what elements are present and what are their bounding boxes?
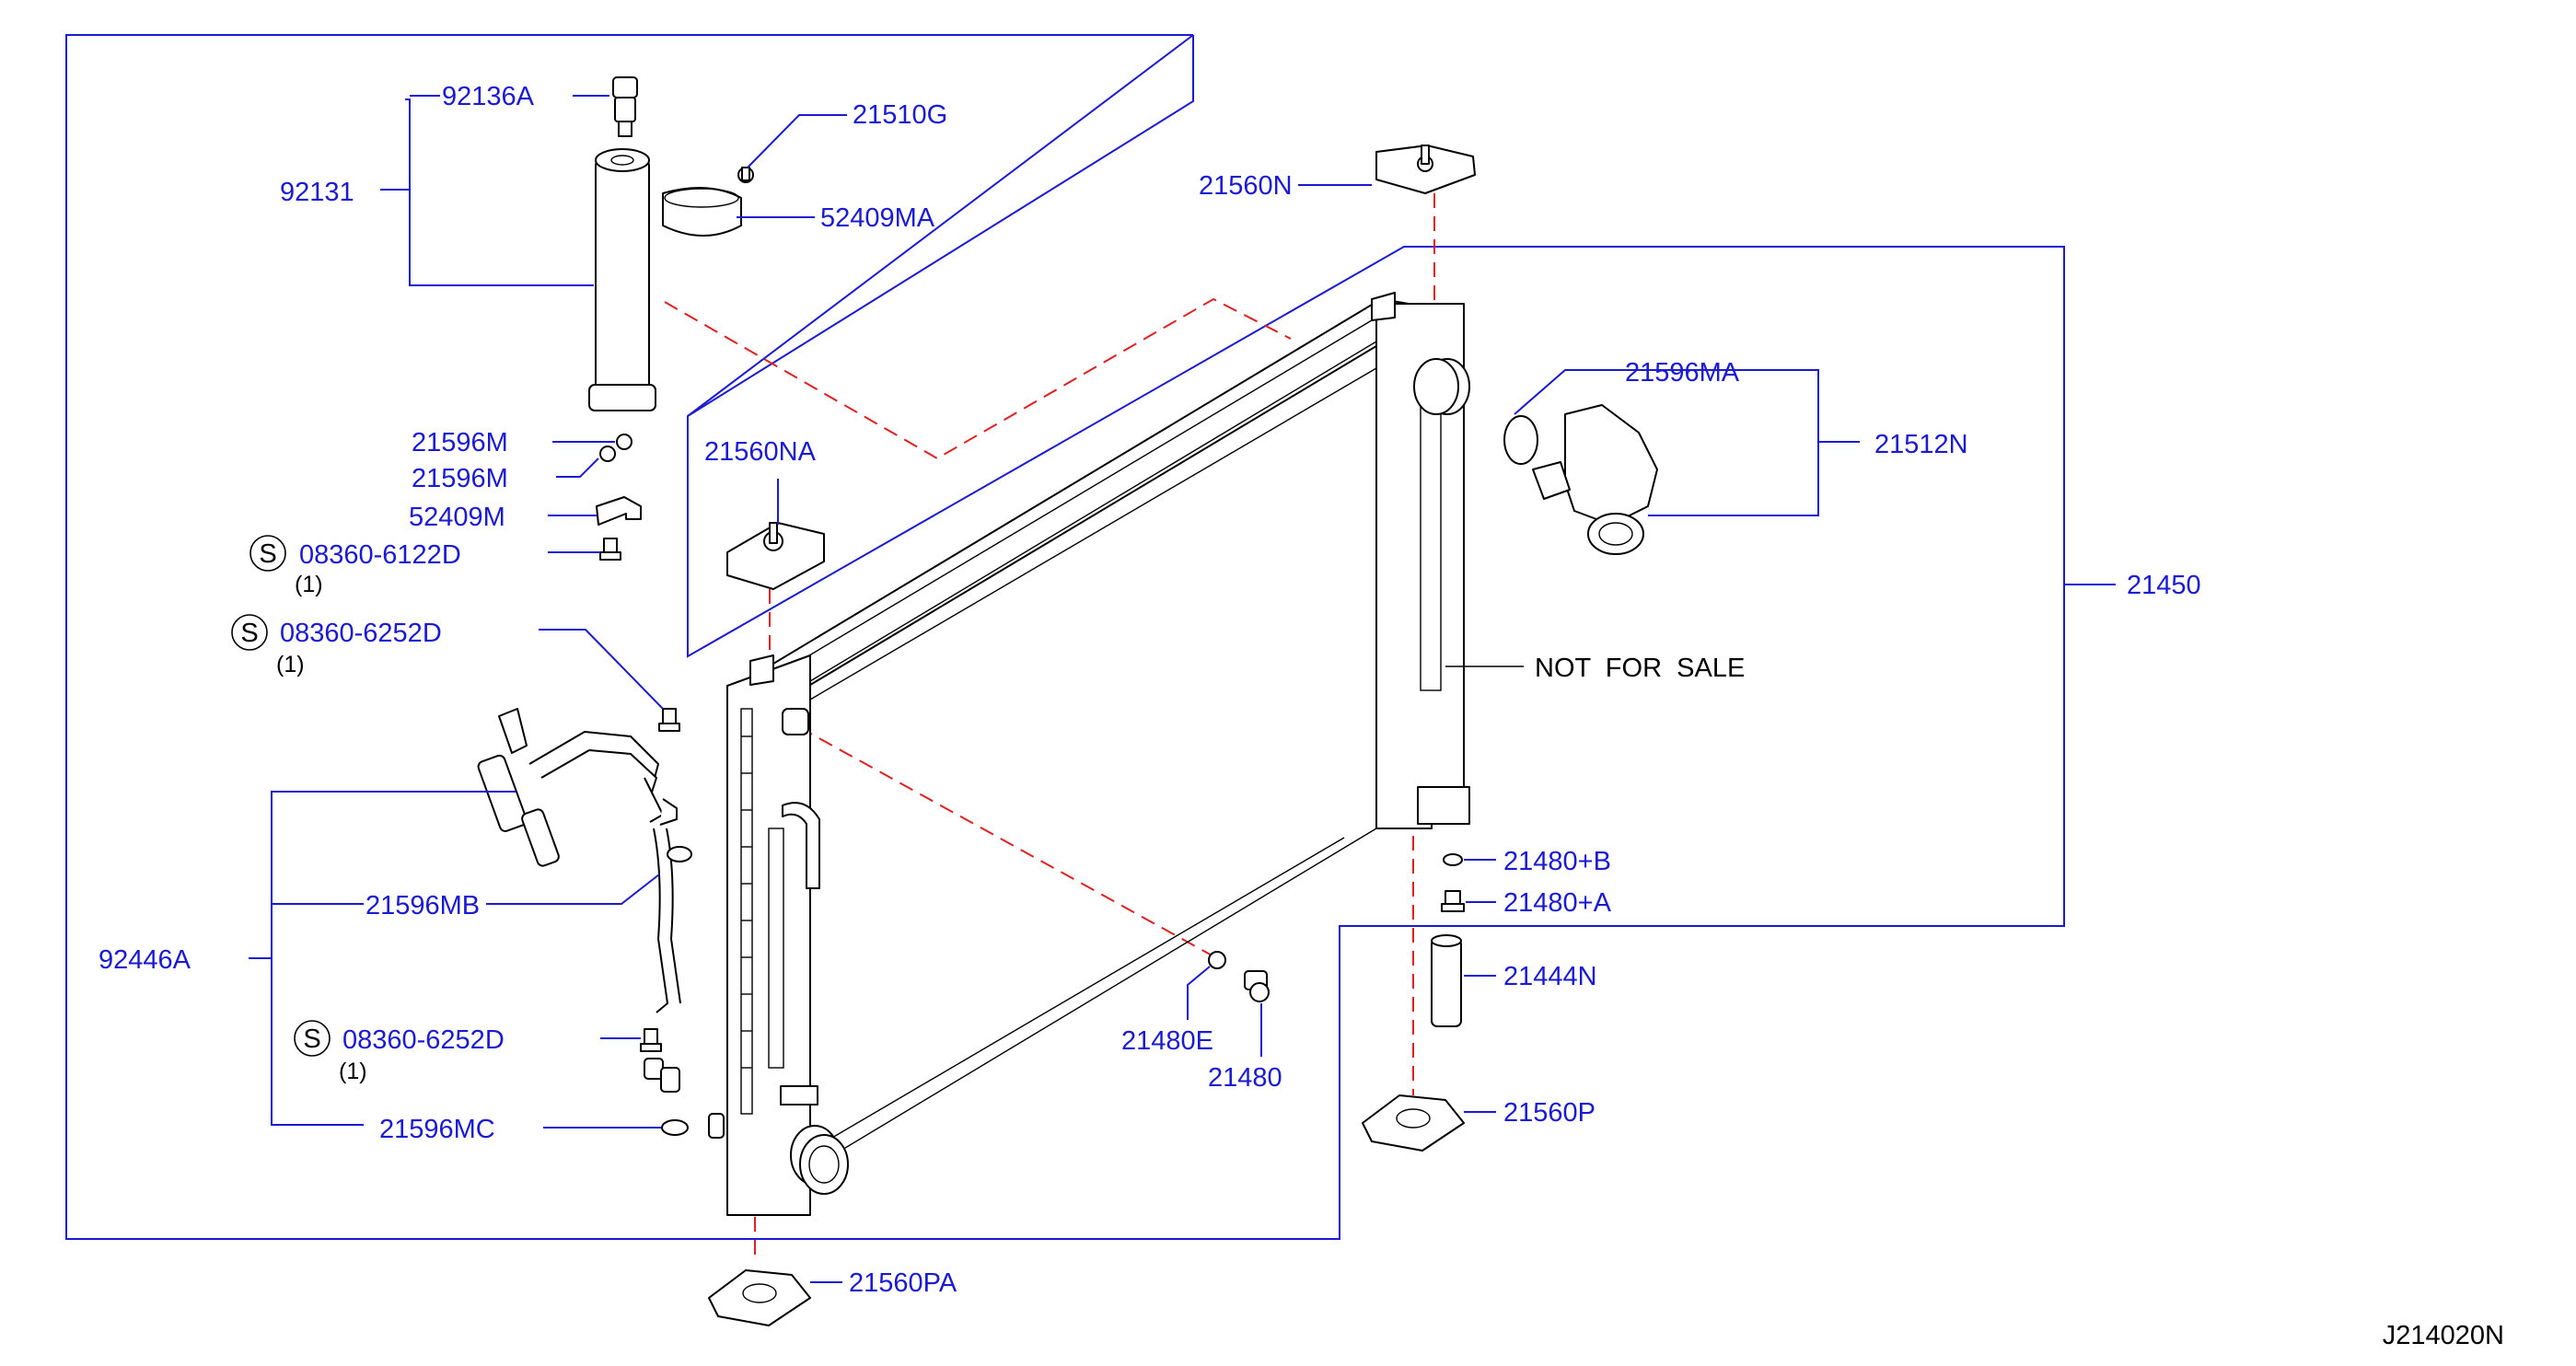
label-21596MC[interactable]: 21596MC <box>379 1115 495 1144</box>
washer-21480B[interactable] <box>1443 853 1463 866</box>
label-92136A[interactable]: 92136A <box>442 82 535 111</box>
label-52409M[interactable]: 52409M <box>409 503 505 532</box>
diagram-code: J214020N <box>2383 1321 2504 1350</box>
label-21510G[interactable]: 21510G <box>853 100 947 130</box>
label-08360-6252D-upper[interactable]: 08360-6252D <box>280 619 442 648</box>
bolt-08360-6252D-upper[interactable] <box>658 708 680 732</box>
radiator-frame <box>687 35 1194 417</box>
label-21480[interactable]: 21480 <box>1208 1063 1282 1093</box>
oil-cooler-pipe[interactable] <box>477 708 681 1093</box>
radiator-core[interactable] <box>708 292 1470 1216</box>
label-21450[interactable]: 21450 <box>2127 571 2201 600</box>
condenser-centerline <box>664 297 1292 460</box>
drain-plug-21480[interactable] <box>1244 970 1270 1002</box>
receiver-tank[interactable] <box>588 148 656 411</box>
bracket-52409M[interactable] <box>596 496 642 526</box>
leader-21480E <box>1187 966 1211 1020</box>
qty-6252D-upper: (1) <box>276 652 305 677</box>
label-21444N[interactable]: 21444N <box>1503 962 1597 991</box>
o-ring-21596MB[interactable] <box>667 846 692 862</box>
not-for-sale-label: NOT FOR SALE <box>1535 654 1745 683</box>
qty-6252D-lower: (1) <box>339 1059 367 1084</box>
o-ring-21596MC[interactable] <box>661 1119 689 1136</box>
pressure-switch[interactable] <box>612 76 638 137</box>
o-ring-21596MA[interactable] <box>1503 415 1538 465</box>
receiver-bracket[interactable] <box>662 187 742 237</box>
o-ring-21596M-b[interactable] <box>599 446 616 462</box>
plug-21480A[interactable] <box>1441 890 1465 912</box>
label-21560N[interactable]: 21560N <box>1199 171 1293 201</box>
label-21560P[interactable]: 21560P <box>1503 1098 1595 1128</box>
label-21560PA[interactable]: 21560PA <box>849 1268 957 1298</box>
left-assembly-frame <box>65 34 2065 1240</box>
bolt-08360-6122D[interactable] <box>599 538 621 561</box>
label-21596MA[interactable]: 21596MA <box>1625 358 1740 388</box>
bolt-08360-6252D-lower[interactable] <box>640 1028 662 1052</box>
leader-21596MB-b <box>486 874 660 905</box>
label-21512N[interactable]: 21512N <box>1874 430 1968 459</box>
s-mark-2-text: S <box>240 619 258 648</box>
bushing-21444N[interactable] <box>1431 934 1462 1027</box>
s-mark-3-text: S <box>303 1024 320 1054</box>
mount-21560NA[interactable] <box>726 522 825 590</box>
label-21480A[interactable]: 21480+A <box>1503 888 1612 918</box>
label-21596M-b[interactable]: 21596M <box>412 464 508 493</box>
mount-21560N[interactable] <box>1375 145 1476 194</box>
bracket-bolt-21510G[interactable] <box>737 167 754 183</box>
s-mark-1 <box>249 535 286 572</box>
leader-21512N-b <box>1648 442 1819 516</box>
mount-21560P[interactable] <box>1362 1094 1465 1152</box>
label-21560NA[interactable]: 21560NA <box>704 437 817 467</box>
leader-21510G <box>747 114 847 168</box>
leader-21512N <box>1657 369 1860 443</box>
leader-21596M-b <box>556 457 599 478</box>
s-mark-3 <box>294 1020 331 1057</box>
label-08360-6122D[interactable]: 08360-6122D <box>299 540 461 570</box>
hose-connector[interactable] <box>1532 404 1658 555</box>
label-21596M-a[interactable]: 21596M <box>412 428 508 457</box>
label-21596MB[interactable]: 21596MB <box>366 891 480 920</box>
label-21480E[interactable]: 21480E <box>1121 1026 1213 1056</box>
label-52409MA[interactable]: 52409MA <box>820 203 935 233</box>
leader-92131 <box>405 98 594 286</box>
o-ring-21596M-a[interactable] <box>616 434 632 450</box>
label-08360-6252D-lower[interactable]: 08360-6252D <box>342 1025 505 1055</box>
mount-21560PA[interactable] <box>708 1269 811 1326</box>
drain-centerline <box>798 726 1216 958</box>
drain-washer-21480E[interactable] <box>1208 951 1226 969</box>
qty-6122D: (1) <box>295 572 323 597</box>
label-92131[interactable]: 92131 <box>280 178 354 207</box>
label-92446A[interactable]: 92446A <box>99 945 191 975</box>
label-21480B[interactable]: 21480+B <box>1503 847 1611 876</box>
s-mark-2 <box>231 614 268 651</box>
leader-6252D-upper <box>539 629 664 710</box>
s-mark-1-text: S <box>259 539 276 569</box>
leader-92446A-frame <box>271 791 516 1126</box>
